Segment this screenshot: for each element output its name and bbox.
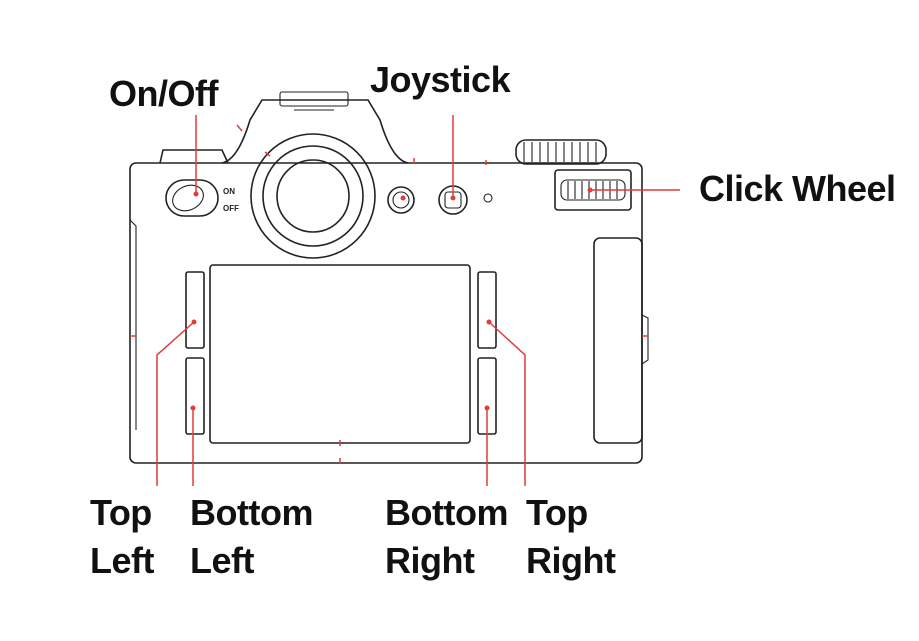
camera-grip [593, 237, 643, 444]
lcd-screen[interactable] [209, 264, 471, 444]
camera-body [129, 162, 643, 464]
viewfinder-hump [221, 99, 409, 164]
camera-left-shoulder [159, 149, 229, 164]
label-click-wheel: Click Wheel [699, 168, 896, 209]
label-top-right-line2: Right [526, 540, 616, 581]
top-dial [515, 139, 607, 165]
camera-back-illustration: ON OFF [129, 91, 649, 464]
label-bottom-right-line1: Bottom [385, 492, 508, 533]
top-left-button[interactable] [185, 271, 205, 349]
hot-shoe [279, 91, 349, 107]
label-bottom-right-line2: Right [385, 540, 475, 581]
label-joystick: Joystick [370, 59, 512, 100]
label-bottom-left-line1: Bottom [190, 492, 313, 533]
leader-lines [156, 115, 680, 486]
label-top-right-line1: Top [526, 492, 588, 533]
on-off-switch[interactable]: ON OFF [165, 179, 239, 217]
callout-labels: On/Off Joystick Click Wheel Top Left Bot… [90, 59, 896, 581]
label-on-off: On/Off [109, 73, 219, 114]
label-top-left-line2: Left [90, 540, 155, 581]
function-button[interactable] [387, 186, 415, 214]
label-top-left-line1: Top [90, 492, 152, 533]
top-right-button[interactable] [477, 271, 497, 349]
switch-off-text: OFF [223, 204, 239, 213]
status-led [483, 193, 493, 203]
switch-on-text: ON [223, 187, 235, 196]
eyepiece [250, 133, 376, 259]
bottom-left-button[interactable] [185, 357, 205, 435]
label-bottom-left-line2: Left [190, 540, 255, 581]
